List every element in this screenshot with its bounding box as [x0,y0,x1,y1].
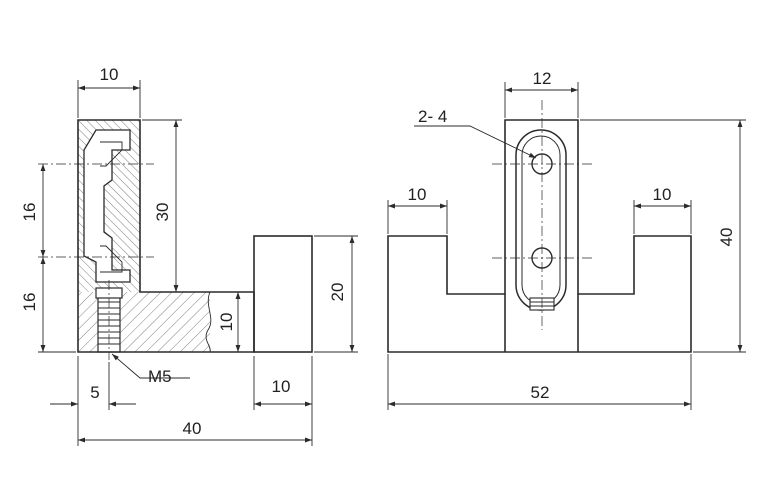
dim-step-left-label: 10 [408,185,427,204]
thread-leader [111,353,190,379]
dim-offset-5-label: 5 [90,383,99,402]
front-view-dimensions: 12 2- 4 10 10 40 52 [387,69,746,410]
slot-profile-lower [100,245,123,273]
dim-height-30-label: 30 [153,203,172,222]
dim-height-20-label: 20 [328,283,347,302]
slot-cavity [83,129,131,283]
dim-16-lower-label: 16 [20,293,39,312]
dim-total-width-right-label: 52 [531,383,550,402]
hole-callout-label: 2- 4 [418,107,447,126]
dim-16-upper-label: 16 [20,203,39,222]
side-post [253,235,313,353]
dim-total-height-label: 40 [717,228,736,247]
side-view-dimensions: 10 16 16 30 10 20 M5 5 10 [20,65,358,446]
slot-profile-upper [100,141,123,167]
dim-step-right-label: 10 [653,185,672,204]
dim-top-width-label: 10 [100,65,119,84]
side-section-view [38,119,313,360]
dim-base-10-label: 10 [217,313,236,332]
dim-slot-width-label: 12 [533,69,552,88]
thread-callout-label: M5 [148,367,172,386]
hole-leader [414,125,537,159]
dim-total-width-left-label: 40 [183,419,202,438]
dim-post-width-label: 10 [272,377,291,396]
break-line [205,291,212,353]
front-view [387,100,692,353]
